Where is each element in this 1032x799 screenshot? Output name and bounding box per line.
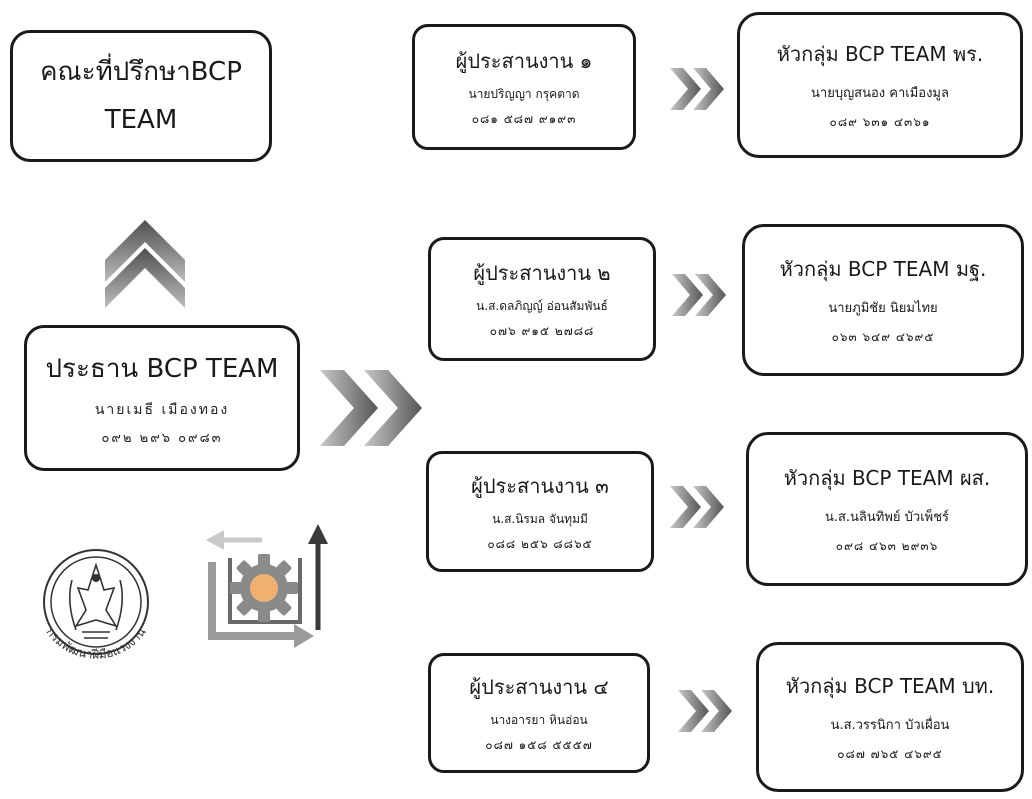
- leader-box-1-title: หัวกลุ่ม BCP TEAM พร.: [776, 42, 984, 66]
- leader-box-2-phone: ๐๖๓ ๖๔๙ ๔๖๙๕: [831, 330, 935, 344]
- coordinator-box-3-title: ผู้ประสานงาน ๓: [471, 473, 609, 498]
- coordinator-box-2-name: น.ส.ดลภิญญ์ อ่อนสัมพันธ์: [476, 299, 608, 313]
- leader-box-2-title: หัวกลุ่ม BCP TEAM มฐ.: [779, 257, 987, 281]
- coordinator-box-1-title: ผู้ประสานงาน ๑: [455, 49, 593, 73]
- seal-text: กรมพัฒนาฝีมือแรงงาน: [43, 625, 148, 662]
- leader-box-3-name: น.ส.นลินทิพย์ บัวเพ็ชร์: [824, 510, 950, 525]
- leader-box-2: หัวกลุ่ม BCP TEAM มฐ. นายภูมิชัย นิยมไทย๐…: [742, 224, 1024, 376]
- leader-box-4-phone: ๐๘๗ ๗๖๕ ๔๖๙๕: [837, 747, 943, 761]
- leader-box-1: หัวกลุ่ม BCP TEAM พร. นายบุญสนอง คาเมืองม…: [737, 12, 1023, 158]
- up-chevron-icon: [105, 220, 185, 308]
- right-chevron-icon-2: [672, 274, 726, 316]
- chair-phone: ๐๙๒ ๒๙๖ ๐๙๘๓: [101, 431, 223, 446]
- leader-box-1-phone: ๐๘๙ ๖๓๑ ๔๓๖๑: [829, 115, 931, 129]
- coordinator-box-4-title: ผู้ประสานงาน ๔: [469, 675, 609, 699]
- advisor-box: คณะที่ปรึกษาBCP TEAM: [10, 30, 272, 162]
- coordinator-box-2-phone: ๐๗๖ ๙๑๕ ๒๗๘๘: [489, 324, 595, 338]
- coordinator-box-2: ผู้ประสานงาน ๒น.ส.ดลภิญญ์ อ่อนสัมพันธ์๐๗…: [428, 237, 656, 361]
- coordinator-box-4-phone: ๐๘๗ ๑๕๘ ๕๕๕๗: [485, 738, 593, 752]
- department-seal-icon: กรมพัฒนาฝีมือแรงงาน: [43, 549, 149, 662]
- leader-box-4-name: น.ส.วรรนิกา บัวเผื่อน: [830, 718, 950, 733]
- leader-box-2-name: นายภูมิชัย นิยมไทย: [828, 301, 938, 316]
- right-chevron-icon-1: [670, 68, 724, 110]
- right-chevron-icon-4: [678, 690, 732, 732]
- right-chevron-icon-3: [670, 486, 724, 528]
- leader-box-3-title: หัวกลุ่ม BCP TEAM ผส.: [783, 466, 991, 490]
- chair-name: นายเมธี เมืองทอง: [94, 402, 230, 418]
- leader-box-3-phone: ๐๙๘ ๔๖๓ ๒๙๓๖: [835, 539, 939, 553]
- chair-title: ประธาน BCP TEAM: [45, 354, 279, 384]
- chair-box: ประธาน BCP TEAM นายเมธี เมืองทอง ๐๙๒ ๒๙๖…: [24, 325, 300, 471]
- leader-box-4: หัวกลุ่ม BCP TEAM บท. น.ส.วรรนิกา บัวเผื่…: [756, 642, 1024, 792]
- coordinator-box-4: ผู้ประสานงาน ๔นางอารยา หินอ่อน๐๘๗ ๑๕๘ ๕๕…: [428, 653, 650, 773]
- advisor-title-line1: คณะที่ปรึกษาBCP: [40, 57, 242, 87]
- coordinator-box-3-phone: ๐๘๘ ๒๕๖ ๘๘๖๕: [487, 536, 593, 551]
- leader-box-1-name: นายบุญสนอง คาเมืองมูล: [811, 86, 949, 101]
- coordinator-box-4-name: นางอารยา หินอ่อน: [490, 713, 588, 727]
- leader-box-3: หัวกลุ่ม BCP TEAM ผส. น.ส.นลินทิพย์ บัวเพ…: [746, 432, 1028, 586]
- advisor-title-line2: TEAM: [104, 105, 178, 135]
- gear-cycle-icon: [206, 524, 328, 648]
- coordinator-box-1: ผู้ประสานงาน ๑นายปริญญา กรุคตาด๐๘๑ ๕๘๗ ๙…: [412, 24, 636, 150]
- coordinator-box-3-name: น.ส.นิรมล จันทุมมี: [492, 511, 588, 526]
- main-right-chevron-icon: [320, 370, 422, 446]
- coordinator-box-3: ผู้ประสานงาน ๓น.ส.นิรมล จันทุมมี๐๘๘ ๒๕๖ …: [426, 451, 654, 572]
- leader-box-4-title: หัวกลุ่ม BCP TEAM บท.: [785, 674, 995, 698]
- coordinator-box-2-title: ผู้ประสานงาน ๒: [473, 261, 611, 285]
- coordinator-box-1-name: นายปริญญา กรุคตาด: [468, 87, 580, 101]
- coordinator-box-1-phone: ๐๘๑ ๕๘๗ ๙๑๙๓: [471, 112, 577, 126]
